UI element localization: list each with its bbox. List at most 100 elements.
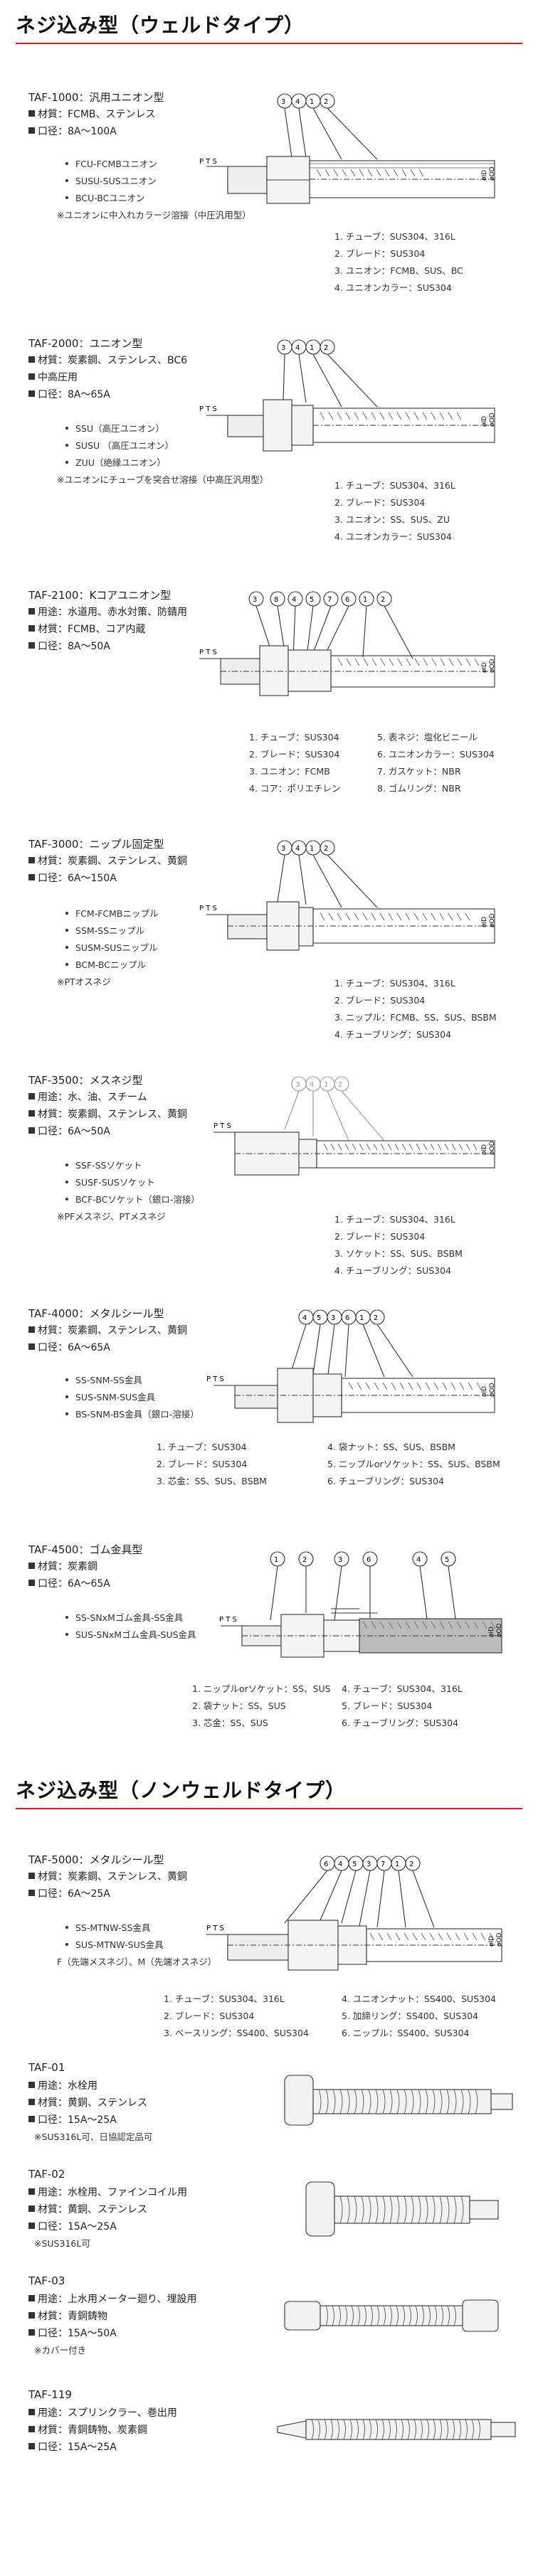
svg-text:1: 1 — [395, 1861, 399, 1868]
product-title: TAF-3000：ニップル固定型 — [28, 838, 164, 851]
spec-line: 材質：炭素鋼、ステンレス、BC6 — [28, 353, 187, 367]
part-item: 2. ブレード：SUS304 — [334, 995, 426, 1006]
svg-text:øOD: øOD — [489, 1141, 496, 1155]
part-item: 2. ブレード：SUS304 — [164, 2011, 255, 2021]
svg-text:4: 4 — [302, 1314, 307, 1322]
svg-text:3: 3 — [253, 596, 257, 604]
svg-text:øOD: øOD — [489, 1383, 496, 1397]
spec-line: 材質：炭素鋼 — [28, 1559, 97, 1573]
part-item: 2. ブレード：SUS304 — [334, 1231, 426, 1242]
bullet-square-icon — [28, 127, 35, 134]
product-taf-1000: TAF-1000：汎用ユニオン型 材質：FCMB、ステンレス 口径：8A～100… — [0, 90, 538, 296]
option-item: SUSM-SUSニップル — [65, 940, 157, 954]
svg-text:8: 8 — [274, 596, 278, 604]
bullet-square-icon — [28, 110, 35, 117]
hose-drawing — [284, 2299, 499, 2332]
svg-text:øOD: øOD — [489, 913, 496, 927]
svg-text:4: 4 — [295, 845, 300, 853]
svg-text:2: 2 — [374, 1314, 378, 1322]
note-text: ※SUS316L可 — [34, 2238, 90, 2249]
bullet-square-icon — [28, 608, 35, 614]
product-title: TAF-3500：メスネジ型 — [28, 1074, 143, 1087]
product-taf-01: TAF-01 用途：水栓用 材質：黄銅、ステンレス 口径：15A～25A ※SU… — [0, 2061, 538, 2168]
part-item: 4. チューブリング：SUS304 — [334, 1029, 452, 1040]
product-taf-3500: TAF-3500：メスネジ型 用途：水、油、スチーム 材質：炭素鋼、ステンレス、… — [0, 1073, 538, 1286]
spec-line: 材質：青銅鋳物、炭素鋼 — [28, 2422, 147, 2437]
part-item: 7. ガスケット：NBR — [377, 766, 461, 777]
spec-line: 口径：6A～65A — [28, 1340, 110, 1354]
option-item: SS-SNM-SS金具 — [65, 1373, 142, 1386]
bullet-square-icon — [28, 2099, 35, 2105]
callout-number: 1 — [310, 98, 314, 106]
svg-text:2: 2 — [381, 596, 385, 604]
part-item: 8. ゴムリング：NBR — [377, 783, 461, 794]
option-item: BCM-BCニップル — [65, 957, 146, 971]
option-item: SUS-SNM-SUS金具 — [65, 1390, 155, 1403]
svg-text:6: 6 — [324, 1861, 328, 1868]
option-item: SUSU （高圧ユニオン） — [65, 438, 174, 452]
svg-text:2: 2 — [409, 1861, 413, 1868]
svg-text:øID: øID — [481, 416, 488, 427]
part-item: 4. 袋ナット：SS、SUS、BSBM — [327, 1442, 455, 1452]
product-title: TAF-4000：メタルシール型 — [28, 1307, 164, 1320]
hose-drawing — [305, 2181, 499, 2237]
part-item: 5. ブレード：SUS304 — [342, 1701, 433, 1711]
spec-line: 口径：15A～50A — [28, 2326, 117, 2340]
svg-text:6: 6 — [366, 1556, 371, 1564]
product-title: TAF-1000：汎用ユニオン型 — [28, 91, 164, 104]
svg-text:1: 1 — [363, 596, 367, 604]
part-item: 2. ブレード：SUS304 — [334, 497, 426, 508]
spec-line: 材質：黄銅、ステンレス — [28, 2095, 147, 2109]
part-item: 4. ユニオンカラー：SUS304 — [334, 531, 452, 542]
part-item: 4. コア：ポリエチレン — [249, 783, 341, 794]
part-item: 3. 芯金：SS、SUS — [192, 1718, 268, 1728]
hose-drawing: P T S øID øOD 1 2 3 6 4 5 — [219, 1551, 503, 1658]
bullet-square-icon — [28, 874, 35, 880]
bullet-square-icon — [28, 857, 35, 863]
product-title: TAF-01 — [28, 2061, 65, 2074]
spec-line: 口径：15A～25A — [28, 2219, 117, 2233]
svg-text:7: 7 — [381, 1861, 385, 1868]
svg-text:3: 3 — [281, 845, 285, 853]
part-item: 1. チューブ：SUS304、316L — [334, 1214, 455, 1225]
part-item: 1. チューブ：SUS304、316L — [334, 231, 455, 242]
part-item: 1. チューブ：SUS304 — [249, 732, 339, 743]
spec-line: 材質：炭素鋼、ステンレス、黄銅 — [28, 853, 187, 868]
callout-number: 4 — [295, 98, 300, 106]
bullet-square-icon — [28, 2188, 35, 2195]
bullet-square-icon — [28, 2205, 35, 2212]
part-item: 1. チューブ：SUS304 — [157, 1442, 247, 1452]
part-item: 3. ユニオン：SS、SUS、ZU — [334, 514, 450, 525]
bullet-square-icon — [28, 1563, 35, 1569]
option-item: BS-SNM-BS金具（銀ロ-溶接） — [65, 1407, 199, 1420]
spec-line: 口径：8A～100A — [28, 124, 117, 138]
part-item: 3. 芯金：SS、SUS、BSBM — [157, 1476, 267, 1486]
spec-line: 口径：8A～50A — [28, 639, 110, 653]
spec-line: 口径：6A～150A — [28, 871, 117, 885]
svg-text:P T S: P T S — [199, 649, 217, 656]
svg-text:øOD: øOD — [496, 1932, 503, 1947]
note-text: F（先端メスネジ）、M（先端オスネジ） — [57, 1957, 217, 1967]
svg-text:7: 7 — [327, 596, 332, 604]
bullet-square-icon — [28, 2116, 35, 2122]
spec-line: 中高圧用 — [28, 370, 78, 384]
bullet-square-icon — [28, 1110, 35, 1117]
svg-text:øID: øID — [488, 1936, 495, 1947]
spec-line: 材質：黄銅、ステンレス — [28, 2202, 147, 2216]
svg-text:6: 6 — [345, 1314, 349, 1322]
svg-text:4: 4 — [310, 1081, 314, 1089]
bullet-square-icon — [28, 2223, 35, 2229]
part-item: 2. 袋ナット：SS、SUS — [192, 1701, 286, 1711]
svg-text:3: 3 — [295, 1081, 300, 1089]
part-item: 1. チューブ：SUS304、316L — [164, 1994, 285, 2004]
spec-line: 口径：15A～25A — [28, 2439, 117, 2454]
option-item: SSM-SSニップル — [65, 923, 144, 937]
option-item: SSU（高圧ユニオン） — [65, 421, 164, 435]
svg-text:1: 1 — [274, 1556, 278, 1564]
bullet-square-icon — [28, 1326, 35, 1333]
product-taf-5000: TAF-5000：メタルシール型 材質：炭素鋼、ステンレス、黄銅 口径：6A～2… — [0, 1852, 538, 2044]
part-item: 6. チューブリング：SUS304 — [342, 1718, 459, 1728]
svg-text:P T S: P T S — [219, 1616, 237, 1624]
svg-text:4: 4 — [295, 344, 300, 352]
spec-line: 材質：FCMB、コア内蔵 — [28, 622, 146, 636]
